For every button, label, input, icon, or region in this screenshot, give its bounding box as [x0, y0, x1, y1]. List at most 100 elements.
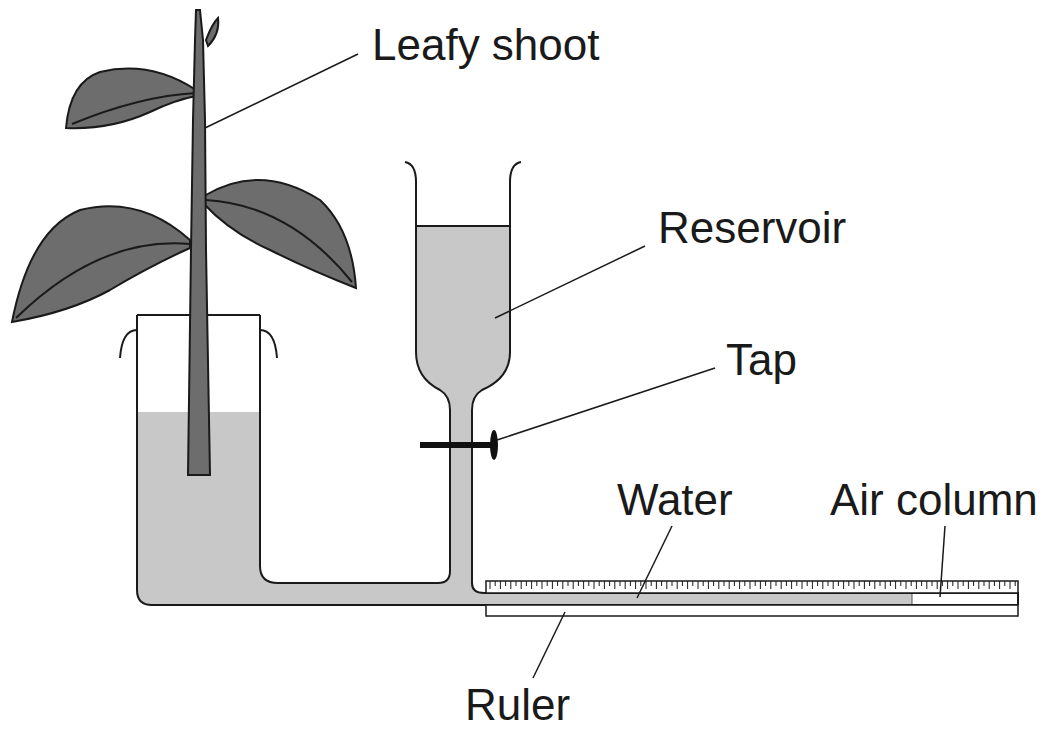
tick: [620, 581, 621, 586]
tick: [703, 581, 704, 586]
tick: [500, 581, 501, 589]
air-column: [912, 594, 1017, 604]
tick: [822, 581, 823, 589]
tick: [958, 581, 959, 589]
part-label: Water: [617, 478, 733, 522]
tick: [750, 581, 751, 589]
tick: [781, 581, 782, 589]
tick: [973, 581, 974, 586]
tick: [557, 581, 558, 586]
part-label: Tap: [726, 338, 797, 382]
tick: [609, 581, 610, 586]
beaker: [137, 315, 1018, 605]
tick: [786, 581, 787, 586]
tick: [880, 581, 881, 586]
tick: [890, 581, 891, 586]
tick: [744, 581, 745, 586]
tick: [729, 581, 730, 589]
tick: [906, 581, 907, 589]
tick: [708, 581, 709, 589]
tick: [916, 581, 917, 589]
tick: [536, 581, 537, 586]
tick: [833, 581, 834, 589]
tick: [848, 581, 849, 586]
tick: [854, 581, 855, 589]
tick: [604, 581, 605, 589]
ruler-ticks: [490, 581, 1015, 589]
tick: [599, 581, 600, 586]
tick: [755, 581, 756, 586]
tick: [994, 581, 995, 586]
tick: [817, 581, 818, 586]
tick: [651, 581, 652, 586]
part-label: Reservoir: [658, 206, 846, 250]
tick: [978, 581, 979, 589]
tick: [505, 581, 506, 586]
ruler-base: [486, 605, 1018, 616]
part-label: Ruler: [465, 683, 570, 727]
tick: [734, 581, 735, 586]
tick: [495, 581, 496, 586]
tick: [682, 581, 683, 586]
tick: [911, 581, 912, 586]
tick: [947, 581, 948, 589]
tick: [583, 581, 584, 589]
tick: [968, 581, 969, 589]
tick: [510, 581, 511, 589]
tick: [713, 581, 714, 586]
tick: [687, 581, 688, 589]
tick: [656, 581, 657, 589]
tick: [542, 581, 543, 589]
tick: [802, 581, 803, 589]
tap-knob: [490, 430, 498, 460]
tick: [765, 581, 766, 586]
tick: [843, 581, 844, 589]
tick: [739, 581, 740, 589]
leader-lines: [205, 54, 945, 678]
tick: [999, 581, 1000, 589]
tick: [796, 581, 797, 586]
tick: [1004, 581, 1005, 586]
tick: [864, 581, 865, 589]
tick: [874, 581, 875, 589]
tick: [828, 581, 829, 586]
tick: [963, 581, 964, 586]
tick: [1010, 581, 1011, 589]
tick: [942, 581, 943, 586]
tick: [547, 581, 548, 586]
tap-handle: [420, 442, 494, 448]
tick: [812, 581, 813, 589]
tick: [568, 581, 569, 586]
tick: [885, 581, 886, 589]
tick: [895, 581, 896, 589]
tick: [724, 581, 725, 586]
tick: [1015, 581, 1016, 586]
tick: [635, 581, 636, 589]
tick: [718, 581, 719, 589]
tick: [578, 581, 579, 586]
tick: [552, 581, 553, 589]
tick: [614, 581, 615, 589]
tick: [672, 581, 673, 586]
ruler-scale: [486, 581, 1018, 593]
tick: [646, 581, 647, 589]
tick: [630, 581, 631, 586]
tick: [859, 581, 860, 586]
reservoir-vessel: [405, 162, 521, 410]
tick: [932, 581, 933, 586]
tick: [625, 581, 626, 589]
tick: [531, 581, 532, 589]
tick: [666, 581, 667, 589]
tick: [698, 581, 699, 589]
tick: [490, 581, 491, 589]
tick: [526, 581, 527, 586]
tick: [776, 581, 777, 586]
tick: [926, 581, 927, 589]
tick: [760, 581, 761, 589]
meniscus: [912, 594, 913, 604]
tick: [594, 581, 595, 589]
tick: [838, 581, 839, 586]
part-label: Air column: [830, 478, 1038, 522]
tick: [869, 581, 870, 586]
